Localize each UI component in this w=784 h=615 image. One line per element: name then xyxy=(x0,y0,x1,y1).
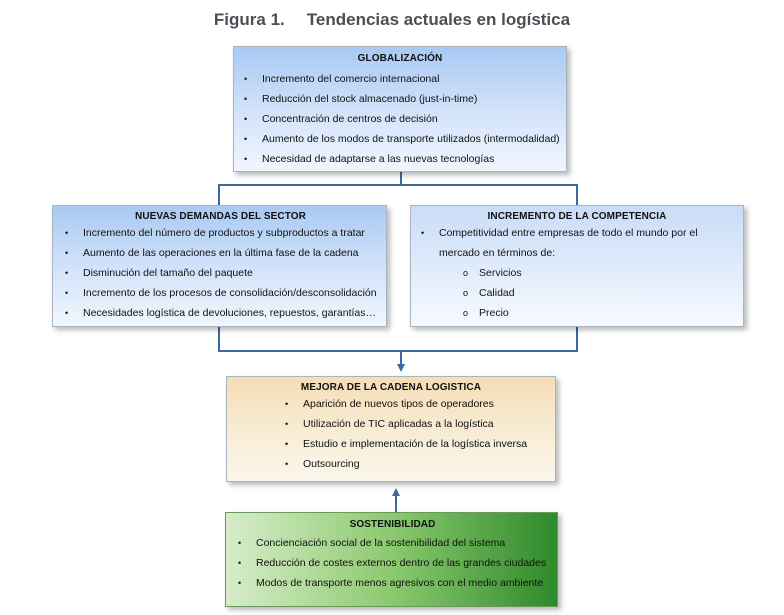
list-item: Estudio e implementación de la logística… xyxy=(281,434,549,454)
list-item: Aumento de los modos de transporte utili… xyxy=(240,129,560,149)
sub-list-item: Servicios xyxy=(417,263,737,283)
list-item: Incremento del comercio internacional xyxy=(240,69,560,89)
sub-list-item: Calidad xyxy=(417,283,737,303)
list-item: Necesidad de adaptarse a las nuevas tecn… xyxy=(240,149,560,169)
box-heading: INCREMENTO DE LA COMPETENCIA xyxy=(487,211,667,222)
list-item: Outsourcing xyxy=(281,454,549,474)
bullet-list: Incremento del número de productos y sub… xyxy=(61,223,380,323)
box-heading: SOSTENIBILIDAD xyxy=(349,519,436,530)
figure-heading: Tendencias actuales en logística xyxy=(306,10,571,29)
list-item: Disminución del tamaño del paquete xyxy=(61,263,380,283)
bullet-list: Competitividad entre empresas de todo el… xyxy=(417,223,737,323)
bullet-list: Incremento del comercio internacional Re… xyxy=(240,69,560,169)
box-incremento-competencia: INCREMENTO DE LA COMPETENCIA Competitivi… xyxy=(410,205,744,327)
box-globalizacion: GLOBALIZACIÓN Incremento del comercio in… xyxy=(233,46,567,172)
list-item: Concentración de centros de decisión xyxy=(240,109,560,129)
figure-label: Figura 1. xyxy=(213,10,285,29)
box-heading: NUEVAS DEMANDAS DEL SECTOR xyxy=(135,211,306,222)
box-sostenibilidad: SOSTENIBILIDAD Concienciación social de … xyxy=(225,512,558,607)
box-heading: GLOBALIZACIÓN xyxy=(357,53,443,64)
list-item: Modos de transporte menos agresivos con … xyxy=(234,573,551,593)
bullet-list: Concienciación social de la sostenibilid… xyxy=(234,533,551,593)
list-item: Reducción de costes externos dentro de l… xyxy=(234,553,551,573)
list-item: Utilización de TIC aplicadas a la logíst… xyxy=(281,414,549,434)
list-item: Concienciación social de la sostenibilid… xyxy=(234,533,551,553)
bullet-list: Aparición de nuevos tipos de operadores … xyxy=(281,394,549,474)
box-mejora-cadena: MEJORA DE LA CADENA LOGISTICA Aparición … xyxy=(226,376,556,482)
box-heading: MEJORA DE LA CADENA LOGISTICA xyxy=(300,382,482,393)
figure-title: Figura 1. Tendencias actuales en logístic… xyxy=(0,10,784,30)
box-nuevas-demandas: NUEVAS DEMANDAS DEL SECTOR Incremento de… xyxy=(52,205,387,327)
list-item: Incremento de los procesos de consolidac… xyxy=(61,283,380,303)
list-item: Incremento del número de productos y sub… xyxy=(61,223,380,243)
sub-list-item: Precio xyxy=(417,303,737,323)
list-item: Competitividad entre empresas de todo el… xyxy=(417,223,737,263)
list-item: Reducción del stock almacenado (just-in-… xyxy=(240,89,560,109)
list-item: Aumento de las operaciones en la última … xyxy=(61,243,380,263)
list-item: Aparición de nuevos tipos de operadores xyxy=(281,394,549,414)
list-item: Necesidades logística de devoluciones, r… xyxy=(61,303,380,323)
